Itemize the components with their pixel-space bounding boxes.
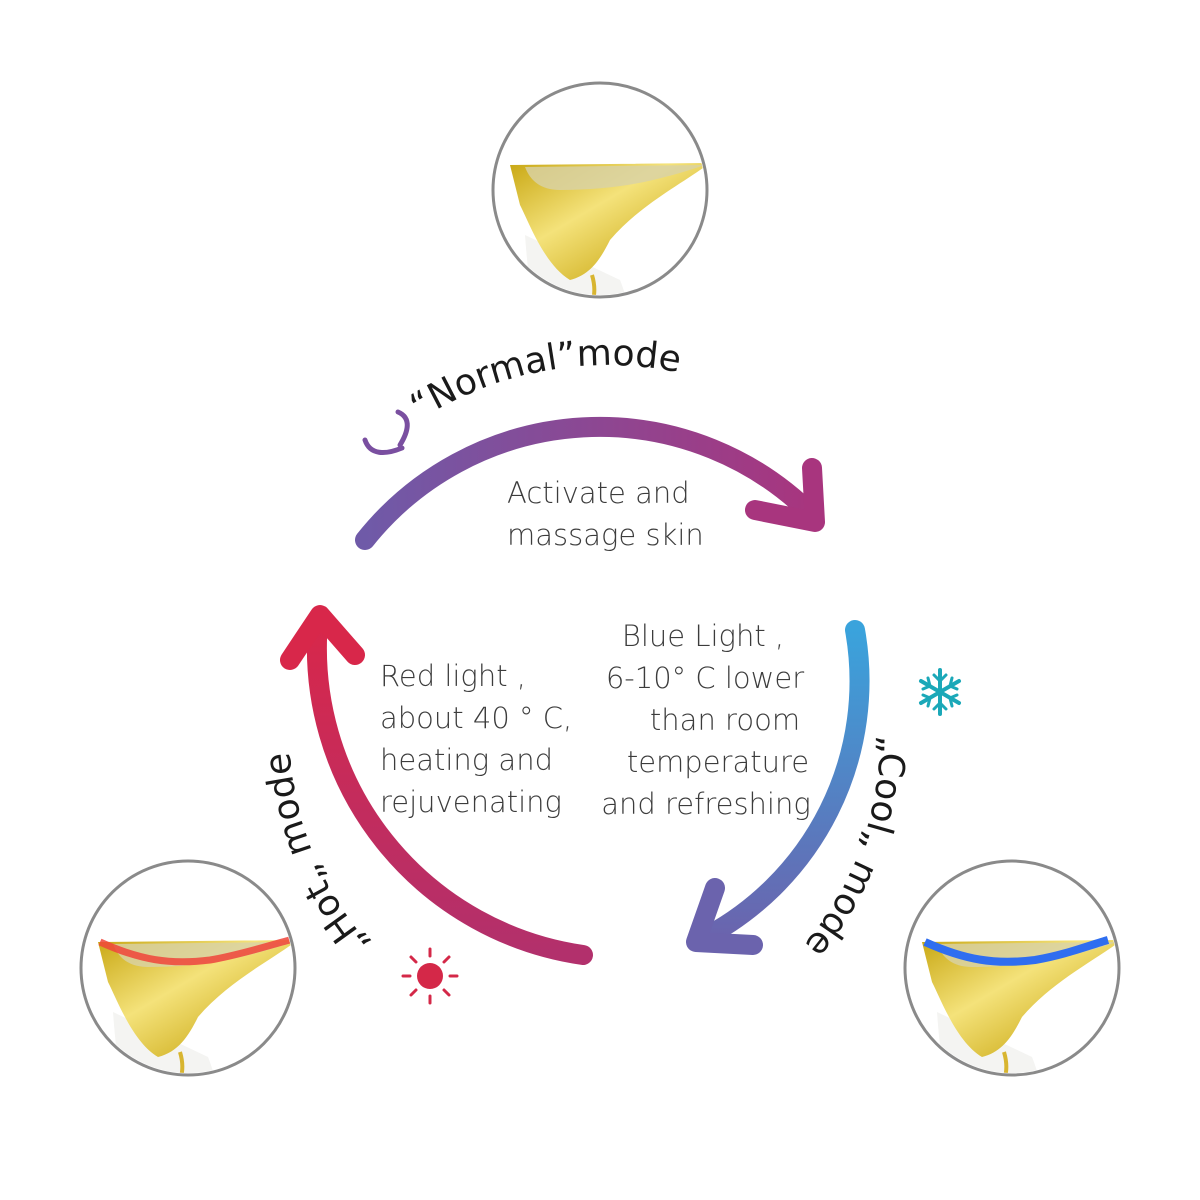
cool-mode-arrow — [686, 620, 870, 955]
cool-mode-description: Blue Light , 6-10° C lower than room tem… — [601, 619, 811, 821]
svg-text:temperature: temperature — [627, 745, 809, 779]
svg-text:Activate and: Activate and — [507, 476, 690, 510]
svg-text:Red light ,: Red light , — [380, 659, 526, 693]
normal-mode-title: “Normal”mode — [403, 333, 684, 428]
svg-text:6-10° C lower: 6-10° C lower — [606, 661, 804, 695]
wave-swirl-icon — [362, 409, 410, 455]
svg-text:massage skin: massage skin — [507, 518, 704, 552]
svg-text:heating and: heating and — [380, 743, 553, 777]
cool-mode-device-image — [903, 859, 1121, 1077]
hot-mode-device-image — [79, 859, 297, 1077]
hot-mode-description: Red light , about 40 ° C, heating and re… — [380, 659, 572, 819]
sun-icon — [401, 947, 459, 1005]
snowflake-icon — [919, 668, 961, 716]
normal-mode-arrow — [355, 416, 825, 550]
normal-mode-device-image — [491, 81, 709, 299]
normal-mode-description: Activate and massage skin — [507, 476, 704, 552]
svg-text:about 40 ° C,: about 40 ° C, — [380, 701, 572, 735]
hot-mode-title: „Hot„ mode — [258, 751, 377, 966]
svg-text:Blue Light ,: Blue Light , — [622, 619, 784, 653]
svg-text:than room: than room — [650, 703, 800, 737]
svg-text:rejuvenating: rejuvenating — [380, 785, 562, 819]
hot-mode-arrow — [280, 605, 593, 965]
svg-text:and refreshing: and refreshing — [601, 787, 811, 821]
